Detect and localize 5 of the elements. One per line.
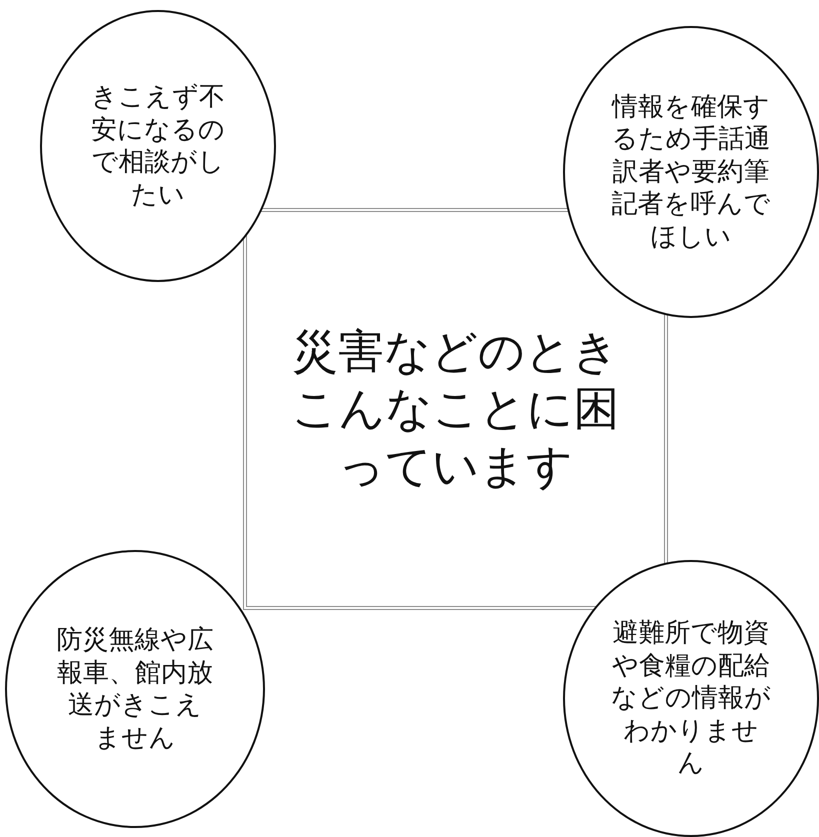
bubble-text: 情報を確保するため手話通訳者や要約筆記者を呼んでほしい	[611, 90, 771, 254]
bubble-text: 防災無線や広報車、館内放送がきこえません	[56, 624, 214, 754]
bubble-text: 避難所で物資や食糧の配給などの情報がわかりません	[611, 617, 771, 780]
heading-text: 災害などのときこんなことに困っています	[290, 322, 620, 495]
bubble-text: きこえず不安になるので相談がしたい	[90, 81, 226, 211]
